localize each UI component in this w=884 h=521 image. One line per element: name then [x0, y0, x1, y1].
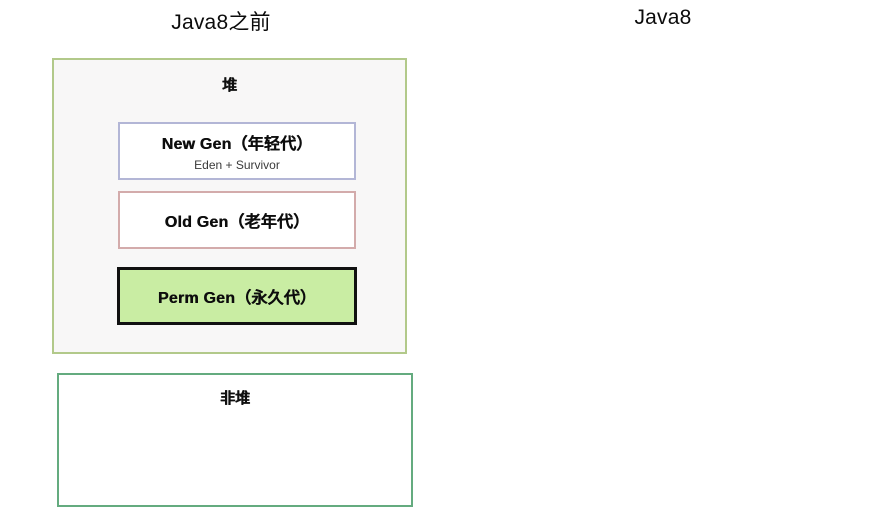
old-gen-box-before-java8: Old Gen（老年代） [118, 191, 356, 249]
panel-java8: Java8 堆 New Gen（年轻代） Eden + Survivor Old… [442, 0, 884, 521]
old-gen-title: Old Gen（老年代） [164, 214, 310, 231]
new-gen-title: New Gen（年轻代） [161, 136, 313, 153]
heap-container-before-java8: 堆 New Gen（年轻代） Eden + Survivor Old Gen（老… [52, 58, 407, 354]
new-gen-subtitle: Eden + Survivor [194, 158, 280, 172]
perm-gen-box: Perm Gen（永久代） [117, 267, 357, 325]
panel-title-before-java8: Java8之前 [171, 11, 271, 34]
new-gen-box-before-java8: New Gen（年轻代） Eden + Survivor [118, 122, 356, 180]
nonheap-label: 非堆 [219, 390, 250, 407]
heap-label: 堆 [221, 77, 237, 94]
panel-title-java8: Java8 [634, 6, 692, 29]
panel-before-java8: Java8之前 堆 New Gen（年轻代） Eden + Survivor O… [52, 11, 413, 507]
perm-gen-title: Perm Gen（永久代） [157, 290, 317, 307]
nonheap-container-before-java8: 非堆 [57, 373, 413, 507]
